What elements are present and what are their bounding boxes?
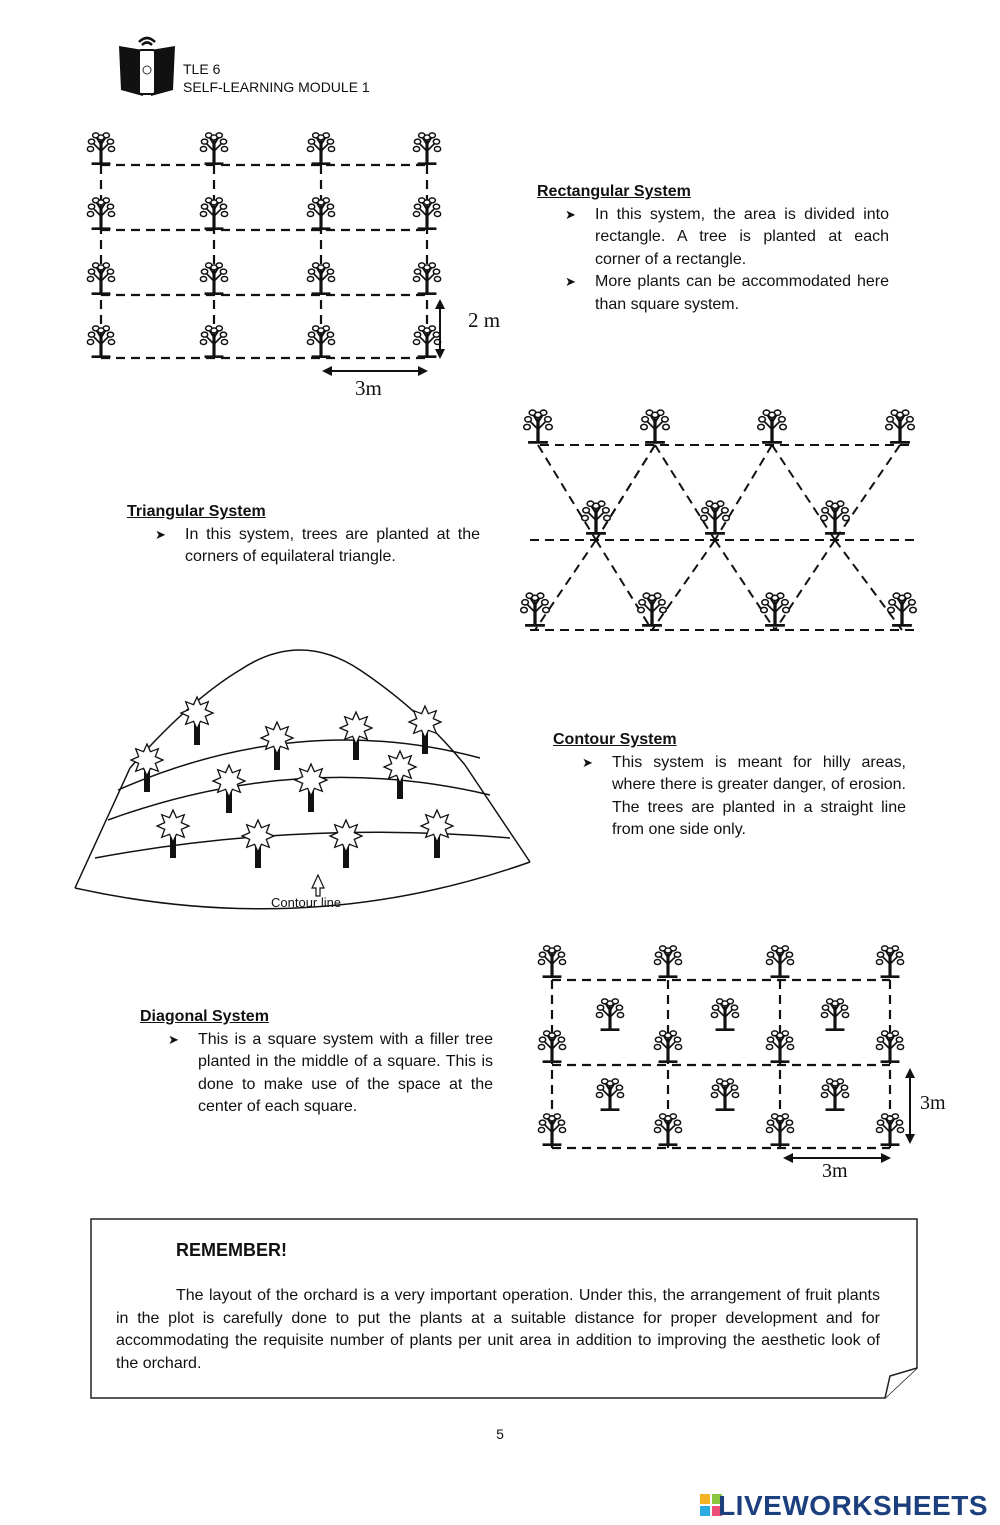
tree-icon xyxy=(240,818,276,868)
section-title: Rectangular System xyxy=(537,183,691,200)
tree-icon xyxy=(86,325,116,359)
brand-wordmark: LIVEWORKSHEETS xyxy=(718,1490,988,1521)
section-title: Triangular System xyxy=(127,503,266,520)
tree-icon xyxy=(86,132,116,166)
rectangular-system-diagram xyxy=(86,132,445,376)
triangular-section: Triangular System ➤In this system, trees… xyxy=(127,501,480,569)
tree-icon xyxy=(199,325,229,359)
arrowhead-bullet-icon: ➤ xyxy=(565,206,576,222)
tree-icon xyxy=(875,945,905,979)
header-module: SELF-LEARNING MODULE 1 xyxy=(183,79,370,95)
tree-icon xyxy=(580,500,612,535)
module-header: TLE 6 SELF-LEARNING MODULE 1 xyxy=(183,60,370,96)
arrowhead-bullet-icon: ➤ xyxy=(168,1031,179,1047)
tree-icon xyxy=(710,998,740,1032)
remember-title: REMEMBER! xyxy=(176,1240,287,1260)
tree-icon xyxy=(639,409,671,444)
tree-icon xyxy=(765,1030,795,1064)
tree-icon xyxy=(819,500,851,535)
header-subject: TLE 6 xyxy=(183,61,221,77)
tree-icon xyxy=(759,592,791,627)
tree-icon xyxy=(595,1078,625,1112)
liveworksheets-logo-icon xyxy=(700,1494,722,1516)
tree-icon xyxy=(328,818,364,868)
contour-system-diagram xyxy=(74,649,531,910)
rectangular-section: Rectangular System ➤In this system, the … xyxy=(537,181,889,316)
bullet-item: ➤This system is meant for hilly areas, w… xyxy=(582,753,906,839)
tree-icon xyxy=(710,1078,740,1112)
tree-icon xyxy=(199,197,229,231)
tree-icon xyxy=(412,262,442,296)
tree-icon xyxy=(595,998,625,1032)
tree-icon xyxy=(653,1030,683,1064)
tree-icon xyxy=(407,704,443,754)
tree-icon xyxy=(199,262,229,296)
tree-icon xyxy=(86,197,116,231)
tree-icon xyxy=(653,945,683,979)
tree-icon xyxy=(293,762,329,812)
tree-icon xyxy=(522,409,554,444)
page-number: 5 xyxy=(496,1426,504,1442)
tree-icon xyxy=(306,197,336,231)
tree-icon xyxy=(419,808,455,858)
tree-icon xyxy=(259,720,295,770)
rect-label-vertical: 2 m xyxy=(468,308,501,332)
rect-label-horizontal: 3m xyxy=(355,376,382,400)
tree-icon xyxy=(306,325,336,359)
arrowhead-bullet-icon: ➤ xyxy=(565,274,576,289)
arrowhead-bullet-icon: ➤ xyxy=(155,526,166,542)
tree-icon xyxy=(155,808,191,858)
diagonal-section: Diagonal System ➤This is a square system… xyxy=(140,1006,493,1119)
tree-icon xyxy=(129,742,165,792)
tree-icon xyxy=(636,592,668,627)
tree-icon xyxy=(86,262,116,296)
tree-icon xyxy=(653,1113,683,1147)
tree-icon xyxy=(179,695,215,745)
tree-icon xyxy=(306,132,336,166)
tree-icon xyxy=(412,325,442,359)
tree-icon xyxy=(820,1078,850,1112)
bullet-item: ➤In this system, the area is divided int… xyxy=(565,205,889,268)
tree-icon xyxy=(884,409,916,444)
bullet-item: ➤More plants can be accommodated here th… xyxy=(565,273,889,313)
remember-box-frame xyxy=(90,1218,918,1399)
remember-body: The layout of the orchard is a very impo… xyxy=(116,1287,880,1372)
contour-section: Contour System ➤This system is meant for… xyxy=(553,729,906,842)
arrowhead-bullet-icon: ➤ xyxy=(582,754,593,770)
book-tablet-logo-icon xyxy=(119,36,175,96)
tree-icon xyxy=(886,592,918,627)
tree-icon xyxy=(537,1113,567,1147)
tree-icon xyxy=(412,197,442,231)
tree-icon xyxy=(338,710,374,760)
tree-icon xyxy=(519,592,551,627)
tree-icon xyxy=(199,132,229,166)
tree-icon xyxy=(537,1030,567,1064)
bullet-item: ➤This is a square system with a filler t… xyxy=(168,1030,493,1116)
tree-icon xyxy=(820,998,850,1032)
diag-label-horizontal: 3m xyxy=(822,1160,848,1182)
tree-icon xyxy=(306,262,336,296)
triangular-system-diagram xyxy=(519,409,918,631)
tree-icon xyxy=(765,945,795,979)
section-title: Diagonal System xyxy=(140,1008,269,1025)
tree-icon xyxy=(756,409,788,444)
contour-line-label: Contour line xyxy=(271,895,342,910)
tree-icon xyxy=(765,1113,795,1147)
diag-label-vertical: 3m xyxy=(920,1092,946,1114)
tree-icon xyxy=(875,1030,905,1064)
bullet-item: ➤In this system, trees are planted at th… xyxy=(155,525,480,566)
tree-icon xyxy=(699,500,731,535)
tree-icon xyxy=(211,763,247,813)
tree-icon xyxy=(875,1113,905,1147)
diagonal-system-diagram xyxy=(537,945,915,1163)
section-title: Contour System xyxy=(553,731,677,748)
tree-icon xyxy=(537,945,567,979)
tree-icon xyxy=(412,132,442,166)
tree-icon xyxy=(382,749,418,799)
